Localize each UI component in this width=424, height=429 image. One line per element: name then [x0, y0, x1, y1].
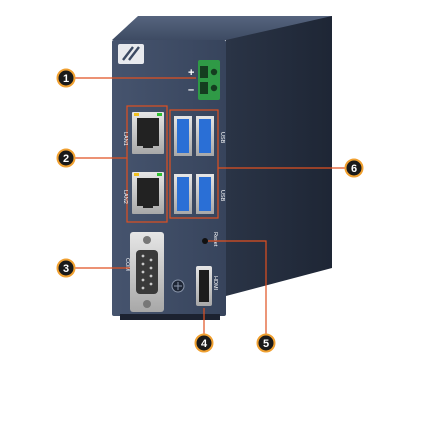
reset-button: Reset [202, 232, 218, 247]
lan1-port [132, 112, 164, 154]
callout-2-number: 2 [63, 153, 69, 165]
com-port: COM [124, 232, 164, 312]
callout-4: 4 [194, 333, 214, 353]
callout-6-number: 6 [351, 163, 357, 175]
leader-line-5 [208, 240, 267, 334]
ground-screw-icon [171, 279, 185, 293]
usb-lower-label: USB [219, 190, 225, 202]
din-rail-clip [120, 314, 220, 320]
callout-4-number: 4 [201, 338, 208, 350]
callout-1: 1 [56, 68, 76, 88]
callout-6: 6 [344, 158, 364, 178]
hdmi-label: HDMI [212, 276, 218, 291]
lan-ports: LAN1 LAN2 [122, 112, 164, 214]
callout-1-number: 1 [63, 73, 69, 85]
callout-3-number: 3 [63, 263, 69, 275]
power-connector: + – [188, 60, 220, 100]
leader-lines [74, 77, 345, 334]
lan2-port [132, 172, 164, 214]
usb-port-3 [174, 174, 192, 214]
callout-5: 5 [256, 333, 276, 353]
lan2-label: LAN2 [122, 190, 128, 204]
usb-port-2 [196, 116, 214, 156]
usb-port-1 [174, 116, 192, 156]
power-plus-label: + [188, 67, 194, 79]
power-minus-label: – [188, 84, 194, 96]
callout-2: 2 [56, 148, 76, 168]
reset-label: Reset [212, 232, 218, 247]
usb-port-4 [196, 174, 214, 214]
lan1-label: LAN1 [122, 132, 128, 146]
com-label: COM [124, 258, 130, 271]
hdmi-port: HDMI [196, 266, 218, 306]
usb-group-frame [169, 109, 219, 219]
usb-upper-label: USB [219, 132, 225, 144]
enclosure-side [226, 16, 332, 296]
callout-5-number: 5 [263, 338, 269, 350]
usb-ports: USB USB [174, 116, 225, 214]
brand-logo [118, 44, 144, 64]
lan-group-frame [126, 105, 168, 223]
callout-3: 3 [56, 258, 76, 278]
